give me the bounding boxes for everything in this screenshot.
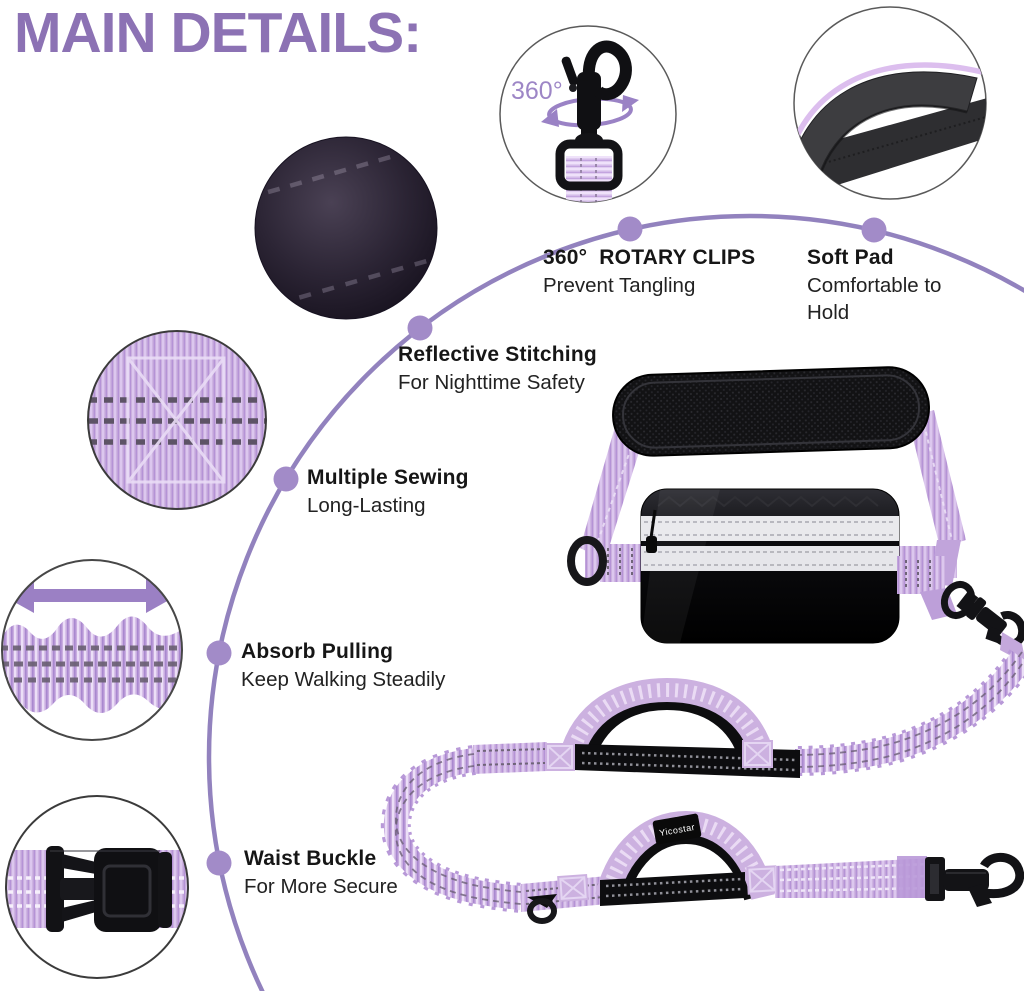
side-release-buckle (46, 846, 172, 932)
callout-rotary-clips: 360° ROTARY CLIPS Prevent Tangling (543, 244, 755, 300)
callout-desc: For Nighttime Safety (398, 371, 585, 395)
arc-dot (407, 315, 433, 341)
leash-handle-lower: Yicostar (595, 810, 778, 906)
detail-circle-multiple-sewing (87, 330, 267, 510)
box-x-stitch (742, 740, 773, 768)
d-ring (527, 898, 557, 924)
callout-title: Soft Pad (807, 246, 894, 269)
callout-soft-pad: Soft Pad Comfortable to Hold (807, 244, 965, 327)
reflective-stripe (641, 546, 899, 571)
detail-circle-rotary-clip: 360° (499, 25, 677, 203)
callout-title: Multiple Sewing (307, 466, 469, 489)
callout-desc: Keep Walking Steadily (241, 668, 446, 692)
end-snap-hook (925, 852, 1024, 907)
zipper-pull (646, 536, 657, 553)
product-illustration (567, 366, 1024, 663)
belt-strap-left (580, 420, 646, 560)
callout-desc: Comfortable to Hold (807, 274, 942, 324)
leash-handle-upper (473, 677, 800, 778)
callout-title: 360° ROTARY CLIPS (543, 246, 756, 269)
swivel-snap-hook (555, 40, 632, 202)
page-title: MAIN DETAILS: (14, 1, 422, 65)
callout-waist-buckle: Waist Buckle For More Secure (244, 845, 398, 901)
arc-dot (861, 217, 887, 243)
reflective-stripe (641, 516, 899, 541)
arc-dot (206, 640, 232, 666)
detail-circle-soft-pad (793, 6, 987, 200)
d-ring (567, 536, 607, 586)
detail-circle-waist-buckle (5, 795, 189, 979)
callout-title: Reflective Stitching (398, 343, 597, 366)
callout-reflective-stitching: Reflective Stitching For Nighttime Safet… (398, 341, 597, 397)
callout-desc: Long-Lasting (307, 494, 426, 518)
waist-bag (640, 488, 900, 644)
arc-dot (617, 216, 643, 242)
feature-arc (206, 213, 1024, 991)
box-x-stitch (126, 356, 226, 484)
callout-title: Absorb Pulling (241, 640, 394, 663)
box-x-stitch (746, 865, 778, 895)
arc-dot (273, 466, 299, 492)
detail-circle-absorb-pulling (1, 559, 183, 741)
callout-multiple-sewing: Multiple Sewing Long-Lasting (307, 464, 469, 520)
callout-title: Waist Buckle (244, 847, 377, 870)
arc-dot (206, 850, 232, 876)
callout-desc: For More Secure (244, 875, 398, 899)
callout-absorb-pulling: Absorb Pulling Keep Walking Steadily (241, 638, 445, 694)
shoulder-pad (612, 366, 930, 457)
box-x-stitch (557, 873, 589, 903)
callout-desc: Prevent Tangling (543, 274, 696, 298)
detail-circle-reflective-stitching (245, 136, 447, 320)
bungee-section (380, 745, 523, 913)
bungee-section (794, 649, 1024, 776)
leash-illustration: Yicostar (380, 649, 1024, 924)
degree-label: 360° (511, 77, 563, 105)
box-x-stitch (545, 743, 575, 771)
